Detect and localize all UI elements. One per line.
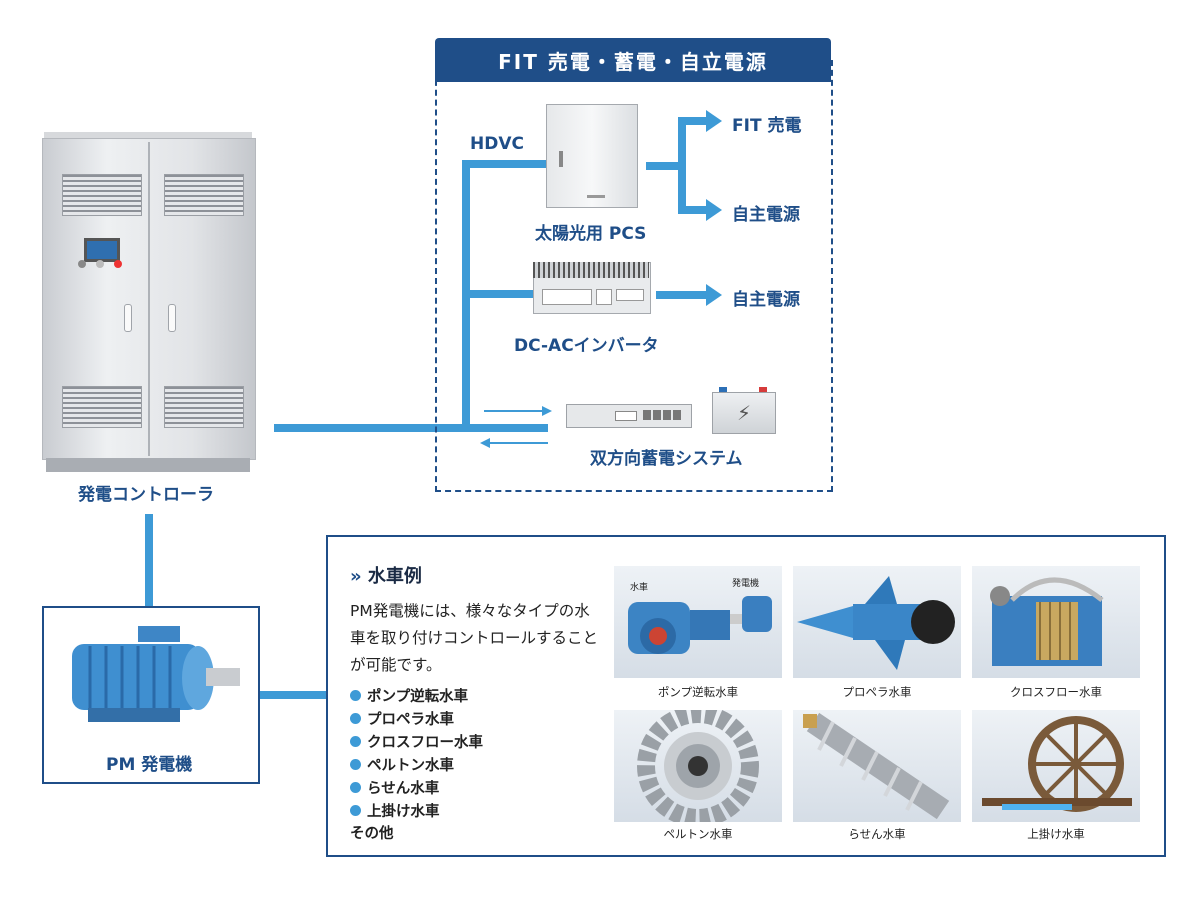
list-item: 上掛け水車 <box>350 799 483 822</box>
thumb-caption: クロスフロー水車 <box>1010 685 1102 699</box>
cabinet-vent <box>62 386 142 428</box>
bullet-icon <box>350 805 361 816</box>
thumb-caption: プロペラ水車 <box>842 685 912 699</box>
pcs-out-upper <box>678 117 708 125</box>
thumb-caption: ポンプ逆転水車 <box>657 685 739 699</box>
thumb-pump-reverse: 水車 発電機 <box>614 566 782 678</box>
self-power-label: 自主電源 <box>732 205 800 225</box>
door-handle <box>124 304 132 332</box>
storage-box-frame <box>435 60 833 492</box>
chevron-right-icon: » <box>350 566 362 587</box>
pcs-out-lower <box>678 206 708 214</box>
lightning-icon: ⚡ <box>737 401 752 425</box>
cabinet-door-split <box>148 142 150 456</box>
controller-to-generator-line <box>145 514 153 608</box>
bus-to-inverter <box>462 290 534 298</box>
inverter-out-line <box>656 291 708 299</box>
hdvc-bus-top <box>462 160 546 168</box>
generator-box: PM 発電機 <box>42 606 260 784</box>
inverter-output-label: 自主電源 <box>732 290 800 310</box>
bullet-icon <box>350 690 361 701</box>
cabinet-vent <box>62 174 142 216</box>
storage-controller-unit <box>566 404 692 428</box>
controller-label: 発電コントローラ <box>78 485 214 505</box>
controller-to-bus-line <box>274 424 548 432</box>
hdvc-label: HDVC <box>470 134 524 154</box>
inverter-heat-fins <box>533 262 649 278</box>
fit-sale-label: FIT 売電 <box>732 116 802 136</box>
arrowhead-fit <box>706 110 722 132</box>
thumb-pelton <box>614 710 782 822</box>
thumb-spiral <box>793 710 961 822</box>
cabinet-vent <box>164 386 244 428</box>
list-item: ペルトン水車 <box>350 753 483 776</box>
pcs-label: 太陽光用 PCS <box>535 224 647 244</box>
tag-water-wheel: 水車 <box>630 583 649 593</box>
generator-to-panel-line <box>256 691 326 699</box>
storage-label: 双方向蓄電システム <box>590 449 743 469</box>
water-wheel-description: PM発電機には、様々なタイプの水車を取り付けコントロールすることが可能です。 <box>350 602 599 674</box>
list-item: ポンプ逆転水車 <box>350 684 483 707</box>
indicator-knob <box>78 260 86 268</box>
thumb-caption: らせん水車 <box>848 827 906 841</box>
list-item: プロペラ水車 <box>350 707 483 730</box>
arrowhead-self-power-2 <box>706 284 722 306</box>
emergency-stop-button <box>114 260 122 268</box>
arrowhead-self-power-1 <box>706 199 722 221</box>
thumb-overshot <box>972 710 1140 822</box>
pcs-cabinet <box>546 104 638 208</box>
indicator-knob <box>96 260 104 268</box>
thumb-caption: 上掛け水車 <box>1027 827 1085 841</box>
pcs-out-vertical <box>678 117 686 214</box>
bullet-icon <box>350 713 361 724</box>
arrowhead-charge <box>542 406 552 416</box>
water-wheel-title: » 水車例 <box>350 562 422 588</box>
list-item: クロスフロー水車 <box>350 730 483 753</box>
storage-box-title: FIT 売電・蓄電・自立電源 <box>435 38 831 82</box>
bullet-icon <box>350 782 361 793</box>
thumb-crossflow <box>972 566 1140 678</box>
thumb-propeller <box>793 566 961 678</box>
arrowhead-discharge <box>480 438 490 448</box>
cabinet-vent <box>164 174 244 216</box>
bullet-icon <box>350 759 361 770</box>
bullet-icon <box>350 736 361 747</box>
list-item: らせん水車 <box>350 776 483 799</box>
cabinet-top <box>44 132 252 140</box>
tag-generator: 発電機 <box>732 579 760 589</box>
water-wheel-title-text: 水車例 <box>367 566 422 587</box>
pcs-out-stub <box>646 162 680 170</box>
cabinet-base <box>46 458 250 472</box>
inverter-label: DC-ACインバータ <box>514 336 659 356</box>
other-label: その他 <box>350 826 394 842</box>
water-wheel-list: ポンプ逆転水車 プロペラ水車 クロスフロー水車 ペルトン水車 らせん水車 上掛け… <box>350 684 483 822</box>
thumb-caption: ペルトン水車 <box>663 827 733 841</box>
control-screen <box>84 238 120 262</box>
generator-label: PM 発電機 <box>106 755 193 775</box>
battery: ⚡ <box>712 387 776 434</box>
pm-generator-illustration <box>72 626 240 722</box>
door-handle <box>168 304 176 332</box>
